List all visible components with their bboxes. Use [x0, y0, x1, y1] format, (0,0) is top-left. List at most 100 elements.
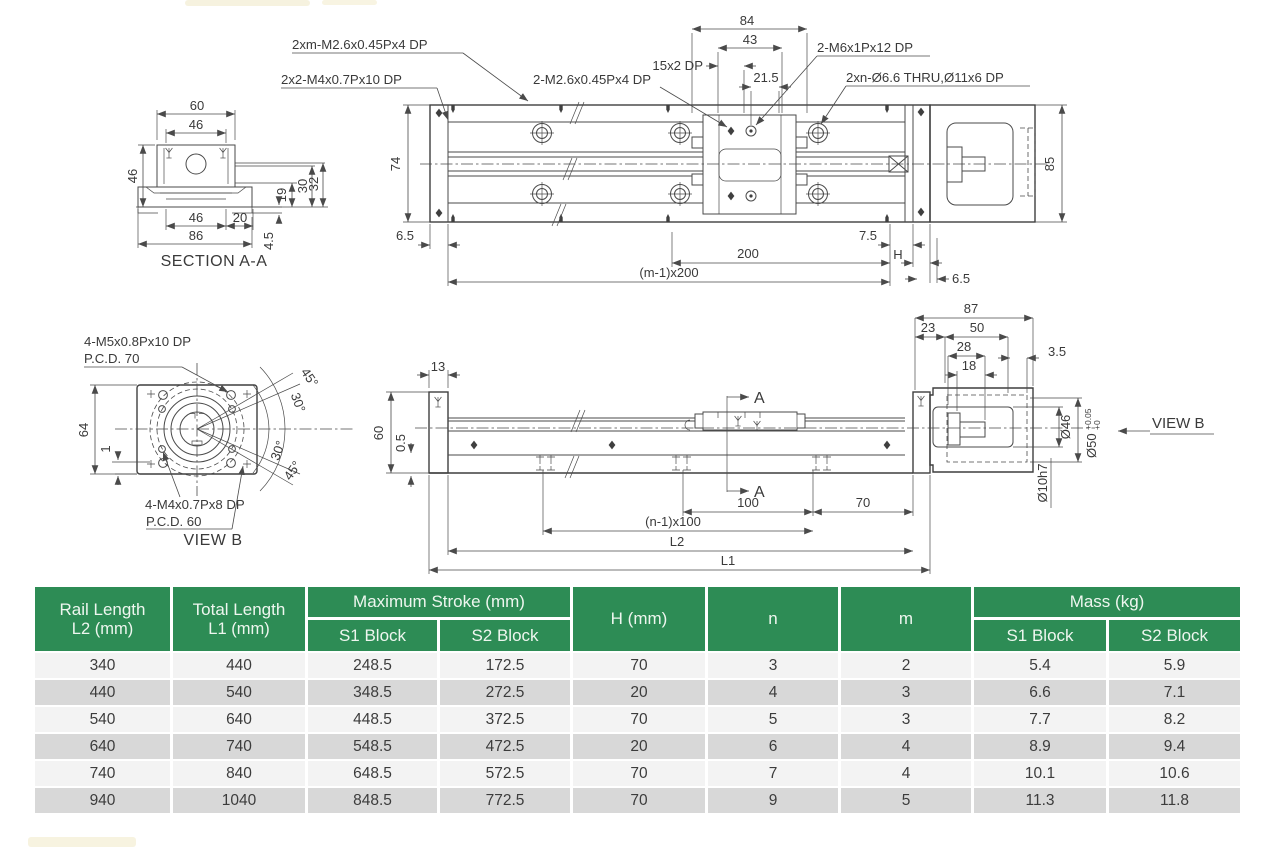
dim-60-top: 60: [190, 98, 204, 113]
logo-remnant-top2: [322, 0, 377, 5]
dim-H: H: [893, 247, 902, 262]
spec-table: Rail Length L2 (mm) Total Length L1 (mm)…: [35, 587, 1240, 813]
cell-m: 4: [838, 759, 971, 786]
cell-n: 3: [705, 651, 838, 678]
dim-L2: L2: [670, 534, 684, 549]
dim-0-5: 0.5: [393, 434, 408, 452]
cell-mass-s1: 7.7: [971, 705, 1106, 732]
callout-2xn: 2xn-Ø6.6 THRU,Ø11x6 DP: [846, 70, 1004, 85]
cell-mass-s2: 9.4: [1106, 732, 1240, 759]
dim-7-5: 7.5: [859, 228, 877, 243]
cell-rail-length: 740: [35, 759, 170, 786]
side-view: 13 60 0.5 A A 100 70 (n-1)x100 L2: [371, 359, 1095, 574]
cell-m: 4: [838, 732, 971, 759]
cell-mass-s2: 11.8: [1106, 786, 1240, 813]
cell-m: 5: [838, 786, 971, 813]
dim-m1x200: (m-1)x200: [639, 265, 698, 280]
cell-m: 3: [838, 705, 971, 732]
dim-d50-tol-upper: +0.05: [1083, 408, 1093, 430]
dim-3-5: 3.5: [1048, 344, 1066, 359]
header-rail-length-line1: Rail Length: [59, 599, 146, 619]
table-row: 340 440 248.5 172.5 70 3 2 5.4 5.9: [35, 651, 1240, 678]
dim-13: 13: [431, 359, 445, 374]
cell-total-length: 840: [170, 759, 305, 786]
table-row: 640 740 548.5 472.5 20 6 4 8.9 9.4: [35, 732, 1240, 759]
callout-pcd60: P.C.D. 60: [146, 514, 201, 529]
cell-n: 5: [705, 705, 838, 732]
dim-60-side: 60: [371, 426, 386, 440]
dim-18: 18: [962, 358, 976, 373]
callout-m26: 2-M2.6x0.45Px4 DP: [533, 72, 651, 87]
section-label-a-bottom: A: [754, 484, 765, 501]
dim-23: 23: [921, 320, 935, 335]
dim-20: 20: [233, 210, 247, 225]
cell-mass-s2: 5.9: [1106, 651, 1240, 678]
cell-h: 70: [570, 705, 705, 732]
dim-L1: L1: [721, 553, 735, 568]
cell-h: 70: [570, 786, 705, 813]
logo-remnant-bottom: [28, 837, 136, 847]
cell-n: 7: [705, 759, 838, 786]
dim-19: 19: [274, 188, 289, 202]
cell-rail-length: 340: [35, 651, 170, 678]
section-label-a-top: A: [754, 390, 765, 407]
dim-46-bottom: 46: [189, 210, 203, 225]
logo-remnant-top: [185, 0, 310, 6]
cell-stroke-s1: 348.5: [305, 678, 437, 705]
cell-stroke-s2: 772.5: [437, 786, 570, 813]
cell-mass-s1: 11.3: [971, 786, 1106, 813]
cell-m: 3: [838, 678, 971, 705]
dim-200: 200: [737, 246, 759, 261]
cell-n: 9: [705, 786, 838, 813]
dim-46-left: 46: [125, 169, 140, 183]
cell-rail-length: 940: [35, 786, 170, 813]
header-rail-length-line2: L2 (mm): [71, 619, 134, 638]
dim-1: 1: [98, 445, 113, 452]
view-b: 45° 30° 30° 45° 4-M5x0.8Px10 DP P.C.D. 7…: [76, 334, 355, 549]
callout-m4: 4-M4x0.7Px8 DP: [145, 497, 245, 512]
header-mass: Mass (kg): [971, 587, 1240, 617]
cell-total-length: 640: [170, 705, 305, 732]
cell-mass-s1: 10.1: [971, 759, 1106, 786]
technical-drawing: 60 46 46 19 30 32 46 20 86: [76, 13, 1214, 574]
dim-28: 28: [957, 339, 971, 354]
table-row: 440 540 348.5 272.5 20 4 3 6.6 7.1: [35, 678, 1240, 705]
view-b-pointer-label: VIEW B: [1152, 415, 1205, 432]
cell-mass-s2: 7.1: [1106, 678, 1240, 705]
dim-86: 86: [189, 228, 203, 243]
dim-21-5: 21.5: [753, 70, 778, 85]
table-row: 540 640 448.5 372.5 70 5 3 7.7 8.2: [35, 705, 1240, 732]
dim-4-5: 4.5: [261, 232, 276, 250]
header-mass-s2: S2 Block: [1106, 617, 1240, 651]
section-aa-caption: SECTION A-A: [161, 253, 268, 270]
cell-stroke-s1: 848.5: [305, 786, 437, 813]
cell-stroke-s2: 572.5: [437, 759, 570, 786]
cell-total-length: 440: [170, 651, 305, 678]
motor-end-view: 87 23 50 28 18 3.5 Ø46 Ø50 +0.05 +0: [914, 301, 1214, 508]
cell-rail-length: 540: [35, 705, 170, 732]
table-row: 740 840 648.5 572.5 70 7 4 10.1 10.6: [35, 759, 1240, 786]
dim-d10h7: Ø10h7: [1035, 463, 1050, 502]
cell-stroke-s2: 372.5: [437, 705, 570, 732]
dim-d46: Ø46: [1058, 415, 1073, 440]
header-stroke-s2: S2 Block: [437, 617, 570, 651]
callout-pcd70: P.C.D. 70: [84, 351, 139, 366]
cell-stroke-s2: 272.5: [437, 678, 570, 705]
dim-74: 74: [388, 157, 403, 171]
view-b-caption: VIEW B: [183, 532, 242, 549]
dim-43: 43: [743, 32, 757, 47]
angle-30-bottom: 30°: [267, 439, 288, 463]
dim-d50: Ø50: [1084, 433, 1099, 458]
dim-64: 64: [76, 423, 91, 437]
dim-87: 87: [964, 301, 978, 316]
header-m: m: [838, 587, 971, 651]
cell-h: 20: [570, 678, 705, 705]
cell-stroke-s1: 448.5: [305, 705, 437, 732]
cell-total-length: 540: [170, 678, 305, 705]
cell-mass-s1: 5.4: [971, 651, 1106, 678]
cell-rail-length: 640: [35, 732, 170, 759]
dim-d10h7-group: Ø10h7: [1035, 458, 1052, 508]
dim-32: 32: [306, 177, 321, 191]
cell-n: 6: [705, 732, 838, 759]
